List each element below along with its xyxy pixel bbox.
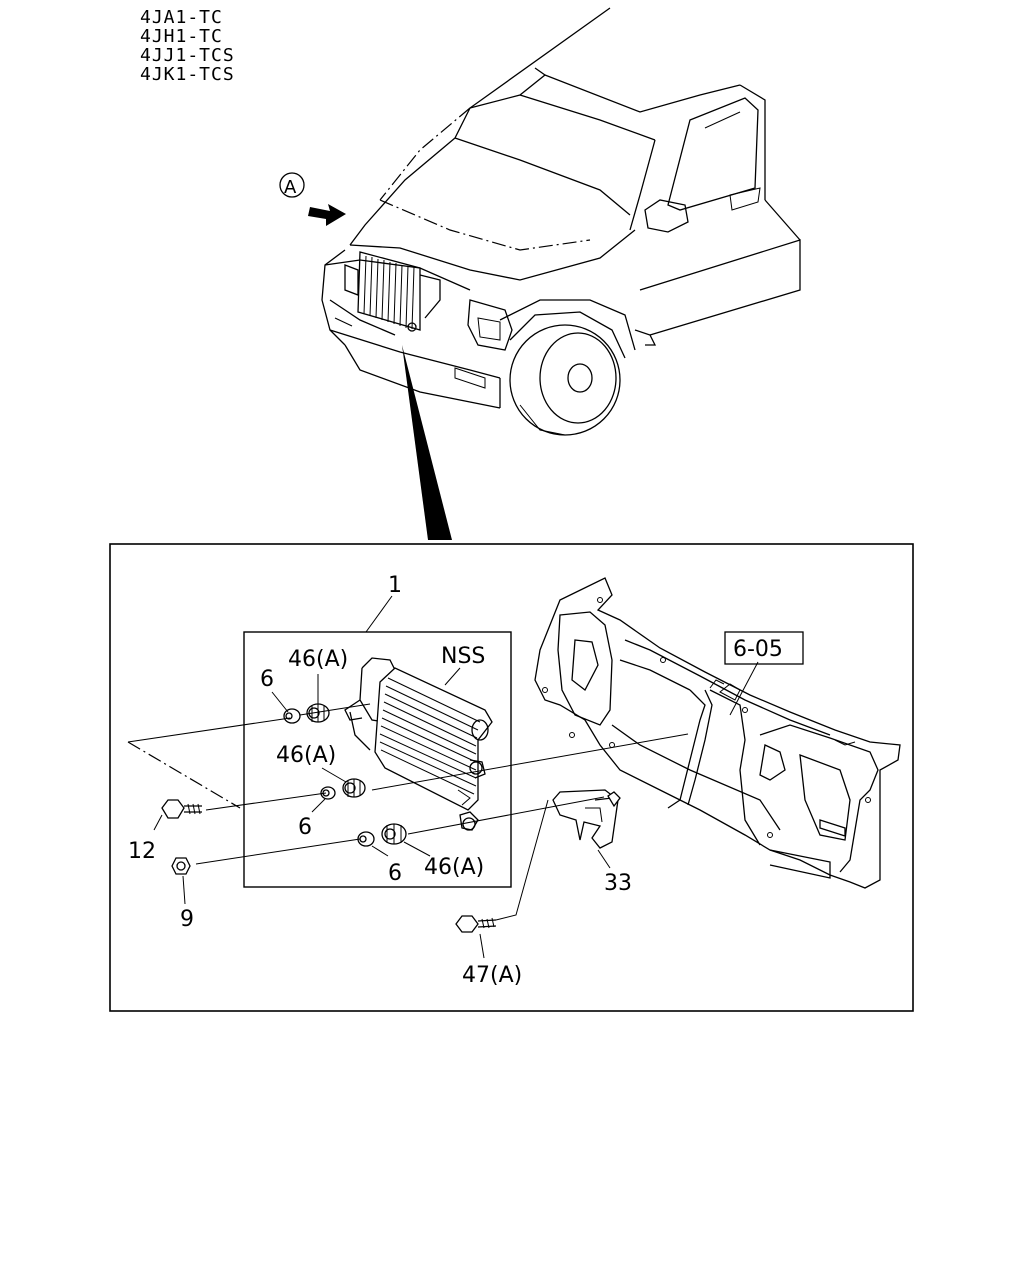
engine-code-list: 4JA1-TC 4JH1-TC 4JJ1-TCS 4JK1-TCS — [140, 8, 235, 84]
detail-pointer — [402, 345, 452, 540]
callout-6-top: 6 — [260, 667, 274, 692]
front-wheel — [509, 324, 621, 436]
view-a-marker: A — [279, 172, 346, 226]
callout-46a-mid: 46(A) — [276, 743, 336, 768]
callout-46a-top: 46(A) — [288, 647, 348, 672]
engine-code: 4JA1-TC — [140, 7, 223, 28]
callout-6-bot: 6 — [388, 861, 402, 886]
callout-9: 9 — [180, 907, 194, 932]
callout-33: 33 — [604, 871, 632, 896]
callout-6-mid: 6 — [298, 815, 312, 840]
callout-labels: 1 NSS 6-05 46(A) 6 46(A) 6 12 9 6 46(A) … — [128, 573, 804, 988]
vehicle-illustration — [321, 7, 801, 436]
callout-nss: NSS — [441, 644, 485, 669]
engine-code: 4JK1-TCS — [140, 64, 235, 85]
leader-lines — [127, 595, 759, 959]
callout-ref-6-05[interactable]: 6-05 — [733, 637, 783, 662]
assembly-frame — [243, 631, 512, 888]
fastener-parts — [161, 703, 621, 933]
intercooler-core — [344, 657, 493, 831]
engine-code: 4JJ1-TCS — [140, 45, 235, 66]
intercooler-in-vehicle — [344, 251, 441, 332]
radiator-support-frame — [534, 577, 901, 889]
callout-47a: 47(A) — [462, 963, 522, 988]
callout-46a-bot: 46(A) — [424, 855, 484, 880]
detail-frame — [109, 543, 914, 1012]
engine-code: 4JH1-TC — [140, 26, 223, 47]
callout-1: 1 — [388, 573, 402, 598]
view-marker-label: A — [284, 177, 297, 198]
ref-box-6-05 — [724, 631, 804, 665]
callout-12: 12 — [128, 839, 156, 864]
